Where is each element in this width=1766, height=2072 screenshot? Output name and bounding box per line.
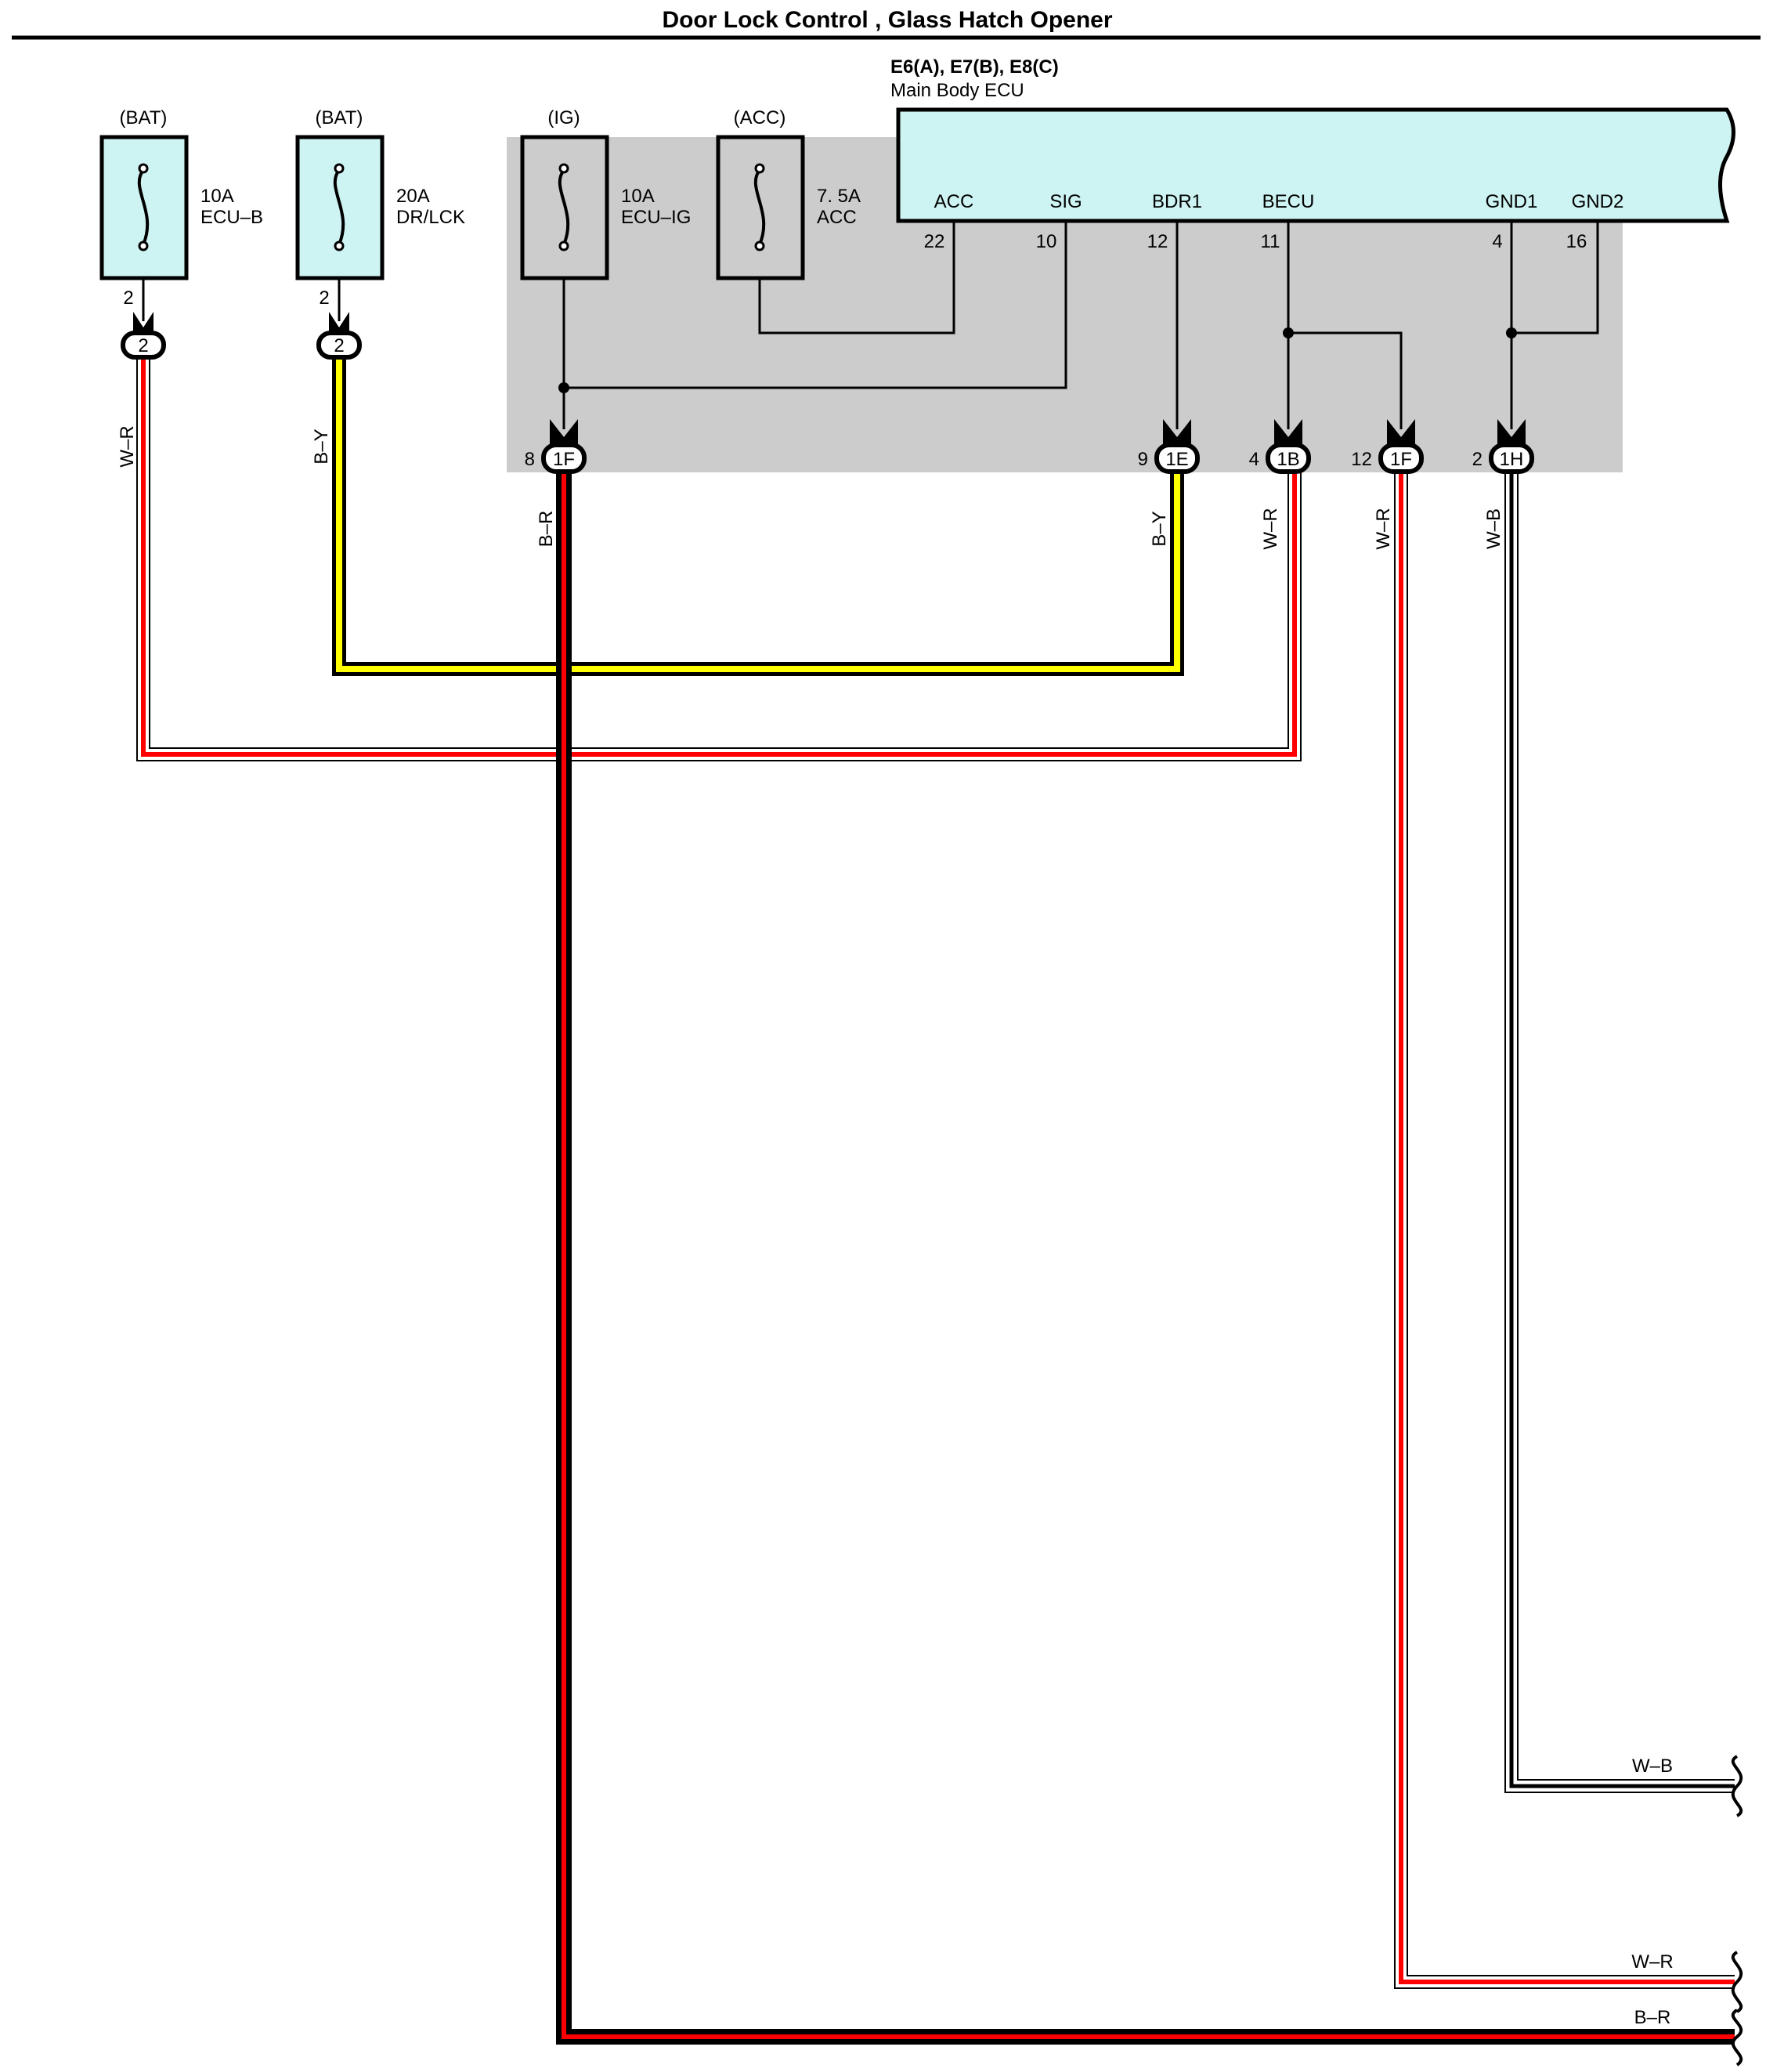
junction-connector-1h-2: 1H 2 — [1472, 419, 1534, 474]
wire-label-w-r: W–R — [1373, 508, 1394, 549]
fuse-icon — [753, 168, 766, 245]
connector-pin-number: 8 — [525, 449, 535, 470]
junction-connector-1b-4: 1B 4 — [1249, 419, 1311, 474]
junction-connector-1f-8: 1F 8 — [525, 419, 587, 474]
ecu-pin-number-gnd1: 4 — [1492, 231, 1502, 252]
ecu-pin-name-acc: ACC — [934, 191, 974, 212]
wire-break-icon — [1731, 1951, 1743, 2013]
exit-label: W–R — [1631, 1951, 1673, 1973]
fuse-dr-lck: (BAT) 20A DR/LCK — [295, 107, 465, 280]
junction-connector-1e-9: 1E 9 — [1138, 419, 1200, 474]
fuse-rating: 7. 5A — [817, 186, 861, 207]
ecu-pin-name-gnd2: GND2 — [1572, 191, 1624, 212]
fuse-source-label: (BAT) — [120, 107, 168, 128]
connector-pin-number: 9 — [1138, 449, 1148, 470]
fuse-name: DR/LCK — [396, 207, 465, 228]
fuse-name: ECU–B — [200, 207, 263, 228]
wire-label-w-b: W–B — [1483, 508, 1504, 549]
fuse-rating: 20A — [396, 186, 430, 207]
fuse-source-label: (BAT) — [316, 107, 363, 128]
wire-b-r — [556, 457, 1735, 2045]
connector-label: 2 — [334, 335, 344, 356]
wire-break-icon — [1731, 1755, 1743, 1817]
wire-b-y-dr-lck — [332, 357, 1184, 676]
ecu-pin-number-becu: 11 — [1261, 231, 1280, 252]
fuse-icon — [558, 168, 570, 245]
wire-label-b-r: B–R — [536, 511, 557, 548]
connector-pin-number: 12 — [1351, 449, 1372, 470]
ecu-name-label: Main Body ECU — [890, 80, 1024, 101]
connector-label: 1E — [1165, 449, 1188, 470]
connector-label: 2 — [138, 335, 148, 356]
ecu-pin-number-sig: 10 — [1036, 231, 1057, 252]
connector-pin-number: 4 — [1249, 449, 1259, 470]
fuse-name: ECU–IG — [621, 207, 691, 228]
junction-connector-dr-lck: 2 2 — [316, 287, 362, 360]
wire-w-r-1f — [1394, 457, 1735, 1989]
main-body-ecu-box — [896, 107, 1735, 223]
fuse-source-label: (IG) — [547, 107, 580, 128]
wire-label-w-r: W–R — [1260, 508, 1281, 549]
fuse-ecu-b: (BAT) 10A ECU–B — [99, 107, 263, 280]
internal-wiring — [142, 221, 1599, 429]
junction-connector-1f-12: 1F 12 — [1351, 419, 1424, 474]
fuse-icon — [137, 168, 150, 245]
ecu-pin-name-becu: BECU — [1262, 191, 1315, 212]
exit-label: B–R — [1634, 2007, 1671, 2028]
connector-label: 1B — [1277, 449, 1299, 470]
connector-label: 1F — [1390, 449, 1412, 470]
wire-w-r-ecu-b — [136, 357, 1302, 761]
ecu-pin-name-sig: SIG — [1049, 191, 1082, 212]
wire-exit-w-r: W–R — [1631, 1951, 1743, 2013]
fuse-name: ACC — [817, 207, 857, 228]
ecu-pin-number-acc: 22 — [924, 231, 945, 252]
connector-pin-number: 2 — [1472, 449, 1483, 470]
wire-exit-w-b: W–B — [1632, 1755, 1743, 1817]
fuse-icon — [333, 168, 345, 245]
connector-pin-number: 2 — [319, 287, 329, 309]
ecu-connectors-label: E6(A), E7(B), E8(C) — [890, 56, 1059, 78]
exit-label: W–B — [1632, 1756, 1673, 1777]
ecu-pin-number-bdr1: 12 — [1147, 231, 1168, 252]
wire-label-b-y: B–Y — [1149, 511, 1170, 546]
connector-pin-number: 2 — [123, 287, 133, 309]
ecu-pin-name-gnd1: GND1 — [1486, 191, 1538, 212]
wire-w-b — [1504, 457, 1735, 1793]
junction-connector-ecu-b: 2 2 — [121, 287, 166, 360]
wire-label-w-r: W–R — [117, 425, 138, 467]
fuse-source-label: (ACC) — [734, 107, 786, 128]
ecu-pin-number-gnd2: 16 — [1566, 231, 1587, 252]
fuse-rating: 10A — [621, 186, 655, 207]
wire-break-icon — [1731, 2009, 1743, 2067]
wire-label-b-y: B–Y — [311, 429, 332, 464]
ecu-pin-name-bdr1: BDR1 — [1152, 191, 1202, 212]
fuse-rating: 10A — [200, 186, 234, 207]
connector-label: 1F — [553, 449, 575, 470]
page-title: Door Lock Control , Glass Hatch Opener — [662, 7, 1112, 33]
wire-exit-b-r: B–R — [1634, 2007, 1743, 2067]
connector-label: 1H — [1500, 449, 1524, 470]
